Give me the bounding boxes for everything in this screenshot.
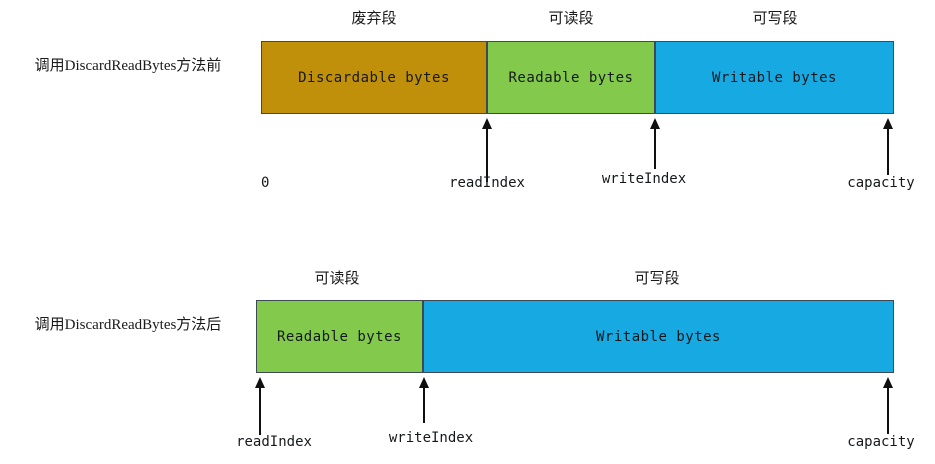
arrow-shaft xyxy=(887,386,889,434)
segment-readable-after: Readable bytes xyxy=(256,300,423,373)
arrow-shaft xyxy=(423,386,425,423)
arrow-shaft xyxy=(259,386,261,435)
pointer-label-capacity-before: capacity xyxy=(847,175,915,191)
arrow-head-icon xyxy=(883,118,893,129)
arrow-head-icon xyxy=(650,118,660,129)
segment-writable-after: Writable bytes xyxy=(423,300,894,373)
segment-discardable-before: Discardable bytes xyxy=(261,41,487,114)
arrow-head-icon xyxy=(482,118,492,129)
row-caption-before: 调用DiscardReadBytes方法前 xyxy=(34,58,222,74)
arrow-shaft xyxy=(654,127,656,169)
segment-title-discardable-before: 废弃段 xyxy=(351,11,397,27)
pointer-label-write-index-before: writeIndex xyxy=(601,171,687,187)
segment-title-writable-before: 可写段 xyxy=(752,11,798,27)
segment-label-writable-before: Writable bytes xyxy=(711,69,837,86)
pointer-label-read-index-after: readIndex xyxy=(236,434,312,450)
segment-label-readable-before: Readable bytes xyxy=(508,69,634,86)
arrow-shaft xyxy=(486,127,488,182)
segment-title-readable-after: 可读段 xyxy=(314,271,360,287)
segment-title-writable-after: 可写段 xyxy=(634,271,680,287)
arrow-head-icon xyxy=(883,377,893,388)
pointer-label-write-index-after: writeIndex xyxy=(388,430,474,446)
segment-title-readable-before: 可读段 xyxy=(548,11,594,27)
row-caption-after: 调用DiscardReadBytes方法后 xyxy=(34,317,222,333)
segment-writable-before: Writable bytes xyxy=(655,41,894,114)
segment-readable-before: Readable bytes xyxy=(487,41,655,114)
arrow-head-icon xyxy=(419,377,429,388)
pointer-label-capacity-after: capacity xyxy=(847,434,915,450)
arrow-shaft xyxy=(887,127,889,175)
origin-label-before: 0 xyxy=(261,175,270,191)
segment-label-discardable-before: Discardable bytes xyxy=(298,69,450,86)
segment-label-writable-after: Writable bytes xyxy=(595,328,721,345)
pointer-label-read-index-before: readIndex xyxy=(449,175,525,191)
arrow-head-icon xyxy=(255,377,265,388)
segment-label-readable-after: Readable bytes xyxy=(276,328,402,345)
